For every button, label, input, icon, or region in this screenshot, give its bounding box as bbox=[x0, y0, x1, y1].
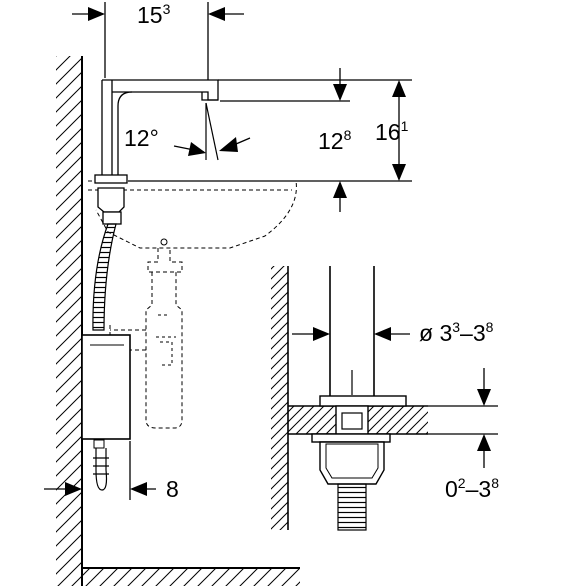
fixing-nut bbox=[319, 441, 385, 485]
siphon-detail bbox=[156, 314, 176, 366]
detail-hose bbox=[337, 483, 367, 531]
hole-diameter-label: ø 33–38 bbox=[419, 319, 494, 346]
wall-hatching bbox=[56, 56, 82, 586]
control-box bbox=[81, 334, 131, 440]
spout-reach-label: 153 bbox=[137, 1, 171, 28]
spout-clearance-label: 128 bbox=[318, 127, 352, 154]
tap-height-label: 161 bbox=[375, 118, 409, 145]
detail-wall-hatching bbox=[271, 266, 288, 530]
main-side-view bbox=[44, 2, 412, 586]
countertop-thickness-label: 02–38 bbox=[445, 475, 499, 502]
faucet-inner-bend bbox=[117, 91, 133, 178]
spout-angle-label: 12° bbox=[124, 125, 159, 151]
wall-offset-label: 8 bbox=[166, 476, 179, 502]
battery-cable bbox=[93, 448, 109, 491]
faucet-body bbox=[101, 79, 219, 178]
detail-cross-section bbox=[271, 266, 498, 531]
mounting-flange bbox=[94, 174, 128, 184]
drain-siphon bbox=[109, 248, 183, 429]
flexible-hose bbox=[92, 223, 117, 331]
washbasin-outline bbox=[88, 180, 297, 249]
floor-hatching bbox=[82, 569, 300, 586]
